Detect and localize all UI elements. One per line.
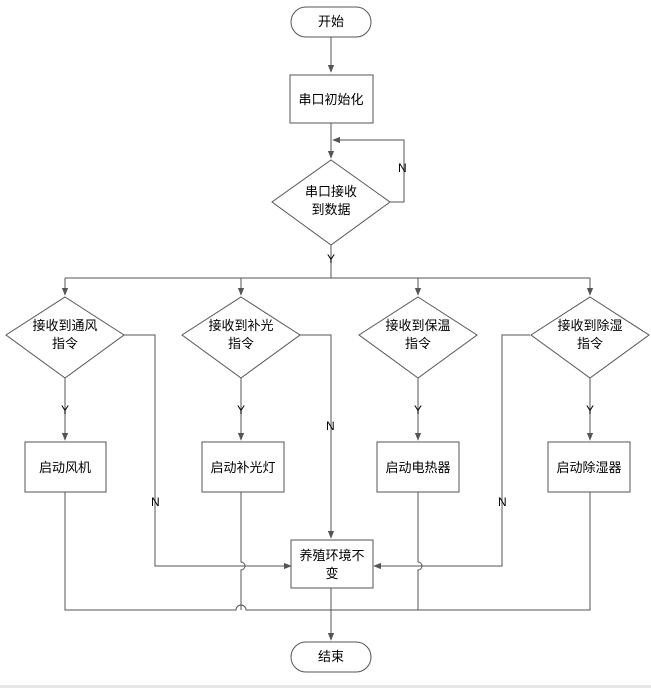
light-cond-line1: 接收到补光	[208, 318, 273, 334]
recv-decision: 串口接收 到数据	[271, 159, 391, 246]
init-label: 串口初始化	[298, 93, 363, 108]
fan-to-end	[64, 492, 331, 611]
heat-to-end	[331, 492, 423, 611]
fan-cond-line2: 指令	[52, 337, 78, 352]
fan-action-node: 启动风机	[24, 441, 107, 493]
heat-action-label: 启动电热器	[385, 461, 450, 476]
heat-action-node: 启动电热器	[376, 441, 460, 493]
label-dehum-no: N	[498, 495, 507, 509]
light-action-label: 启动补光灯	[210, 461, 275, 476]
fan-cond-line1: 接收到通风	[32, 318, 97, 334]
keep-label-line1: 养殖环境不	[299, 548, 364, 564]
end-label: 结束	[318, 650, 344, 665]
fan-no-path	[124, 334, 292, 570]
dehum-action-label: 启动除湿器	[556, 461, 621, 476]
recv-label-line2: 到数据	[311, 203, 350, 218]
dehum-no-path	[373, 334, 530, 570]
label-light-yes: Y	[237, 403, 245, 417]
keep-node: 养殖环境不 变	[290, 539, 374, 589]
label-recv-no: N	[398, 161, 407, 175]
light-to-end	[240, 492, 246, 610]
start-label: 开始	[318, 15, 344, 30]
label-light-no: N	[326, 419, 335, 433]
label-fan-no: N	[151, 495, 160, 509]
light-cond-line2: 指令	[228, 337, 254, 352]
heat-decision: 接收到保温 指令	[358, 296, 478, 379]
branch-labels: N Y Y Y Y Y N N N	[61, 161, 594, 509]
dehum-to-end	[418, 492, 591, 611]
light-action-node: 启动补光灯	[201, 441, 285, 493]
connectors	[61, 37, 594, 641]
heat-cond-line2: 指令	[405, 337, 431, 352]
bottom-divider	[0, 685, 651, 688]
label-dehum-yes: Y	[586, 403, 594, 417]
label-fan-yes: Y	[61, 403, 69, 417]
light-decision: 接收到补光 指令	[181, 296, 301, 379]
label-heat-yes: Y	[414, 403, 422, 417]
keep-label-line2: 变	[325, 566, 338, 582]
start-node: 开始	[290, 6, 372, 38]
loop-no-recv	[332, 136, 405, 203]
init-node: 串口初始化	[289, 74, 374, 124]
dehum-cond-line1: 接收到除湿	[557, 318, 622, 334]
label-recv-yes: Y	[327, 252, 335, 266]
heat-cond-line1: 接收到保温	[385, 318, 450, 334]
fan-action-label: 启动风机	[39, 461, 91, 476]
recv-label-line1: 串口接收	[305, 184, 357, 200]
fan-decision: 接收到通风 指令	[5, 296, 125, 379]
dehum-action-node: 启动除湿器	[547, 441, 631, 493]
dehum-cond-line2: 指令	[577, 337, 603, 352]
end-node: 结束	[290, 641, 372, 673]
dehum-decision: 接收到除湿 指令	[530, 296, 650, 379]
light-no-path	[300, 334, 335, 539]
